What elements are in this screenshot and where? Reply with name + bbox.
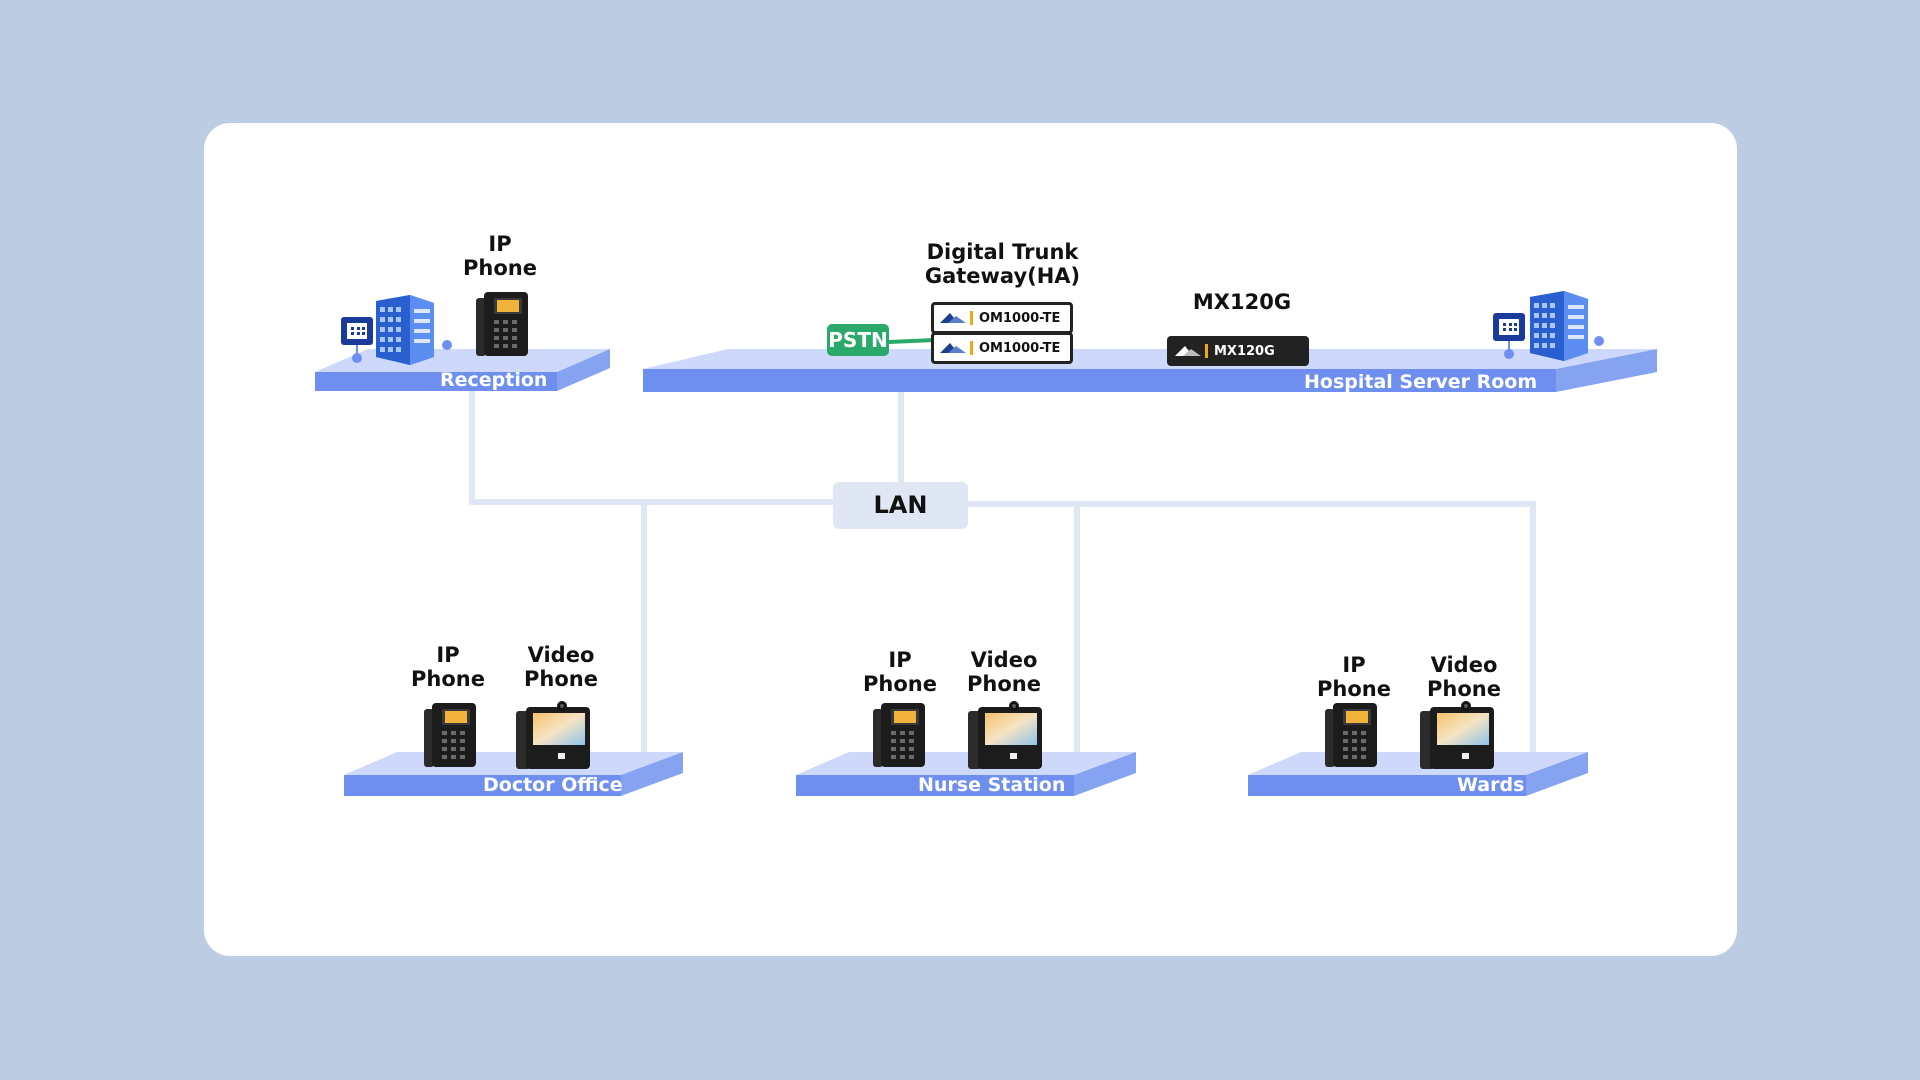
gateway-unit-1-label: OM1000-TE (979, 310, 1061, 326)
wards-ip-phone-label: IP Phone (1317, 653, 1391, 701)
hospital-building-icon (1530, 291, 1588, 361)
pstn-link (888, 338, 936, 344)
link-reception (469, 390, 900, 505)
pin-icon (442, 340, 452, 350)
lan-links (469, 390, 1536, 752)
mx-title: MX120G (1192, 290, 1292, 314)
reception-ip-phone-label: IP Phone (463, 232, 537, 280)
platform-label-wards: Wards (1457, 774, 1525, 796)
video-phone-icon (1420, 701, 1494, 769)
mx120g-unit-label: MX120G (1214, 343, 1275, 359)
nurse-ip-phone-label: IP Phone (863, 648, 937, 696)
gateway-unit-2-label: OM1000-TE (979, 340, 1061, 356)
gateway-unit-2: OM1000-TE (931, 332, 1073, 364)
nurse-video-phone-label: Video Phone (967, 648, 1041, 696)
video-phone-icon (516, 701, 590, 769)
hospital-building-icon (376, 295, 434, 365)
mx120g-unit: MX120G (1167, 336, 1309, 366)
brand-logo-icon (940, 313, 966, 323)
doctor-ip-phone-label: IP Phone (411, 643, 485, 691)
platform-label-server-room: Hospital Server Room (1304, 371, 1538, 393)
platform-label-reception: Reception (440, 369, 548, 391)
gateway-title: Digital Trunk Gateway(HA) (924, 240, 1081, 288)
brand-logo-icon (1175, 346, 1201, 356)
gateway-unit-1: OM1000-TE (931, 302, 1073, 334)
platform-label-doctor: Doctor Office (483, 774, 623, 796)
platform-label-nurse: Nurse Station (918, 774, 1066, 796)
status-bar-icon (970, 341, 973, 355)
platform-wards (1248, 752, 1588, 796)
link-nurse (900, 501, 1536, 752)
ip-phone-icon (476, 292, 528, 356)
platform-server-room (643, 349, 1657, 392)
status-bar-icon (970, 311, 973, 325)
video-phone-icon (968, 701, 1042, 769)
brand-logo-icon (940, 343, 966, 353)
pstn-badge: PSTN (827, 324, 889, 356)
diagram-card (204, 123, 1737, 956)
platform-doctor (344, 752, 683, 796)
ip-phone-icon (424, 703, 476, 767)
pin-icon (1594, 336, 1604, 346)
ip-phone-icon (1325, 703, 1377, 767)
wards-video-phone-label: Video Phone (1427, 653, 1501, 701)
doctor-video-phone-label: Video Phone (524, 643, 598, 691)
status-bar-icon (1205, 344, 1208, 358)
ip-phone-icon (873, 703, 925, 767)
lan-hub: LAN (833, 482, 968, 529)
